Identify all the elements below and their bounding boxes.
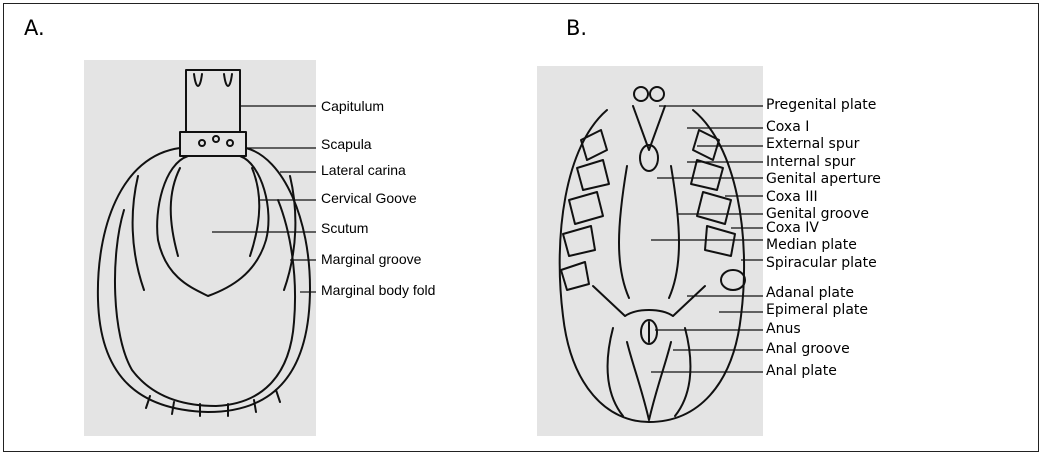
label-capitulum: Capitulum bbox=[321, 98, 384, 114]
label-adanal-plate: Adanal plate bbox=[766, 285, 854, 301]
label-anus: Anus bbox=[766, 321, 801, 337]
label-median-plate: Median plate bbox=[766, 237, 857, 253]
label-coxa-i: Coxa I bbox=[766, 119, 809, 135]
tick-ventral-drawing bbox=[537, 66, 763, 436]
panel-a-letter: A. bbox=[24, 16, 45, 40]
tick-dorsal-drawing bbox=[84, 60, 324, 436]
label-spiracular-plate: Spiracular plate bbox=[766, 255, 877, 271]
label-pregenital-plate: Pregenital plate bbox=[766, 97, 876, 113]
label-coxa-iv: Coxa IV bbox=[766, 220, 819, 236]
label-marginal-body-fold: Marginal body fold bbox=[321, 282, 435, 298]
label-coxa-iii: Coxa III bbox=[766, 189, 818, 205]
label-internal-spur: Internal spur bbox=[766, 154, 855, 170]
label-anal-groove: Anal groove bbox=[766, 341, 850, 357]
label-scutum: Scutum bbox=[321, 220, 368, 236]
label-external-spur: External spur bbox=[766, 136, 859, 152]
label-genital-aperture: Genital aperture bbox=[766, 171, 881, 187]
label-cervical-groove: Cervical Goove bbox=[321, 190, 417, 206]
label-marginal-groove: Marginal groove bbox=[321, 251, 421, 267]
label-lateral-carina: Lateral carina bbox=[321, 162, 406, 178]
panel-b-letter: B. bbox=[566, 16, 587, 40]
label-epimeral-plate: Epimeral plate bbox=[766, 302, 868, 318]
label-scapula: Scapula bbox=[321, 136, 372, 152]
label-anal-plate: Anal plate bbox=[766, 363, 837, 379]
